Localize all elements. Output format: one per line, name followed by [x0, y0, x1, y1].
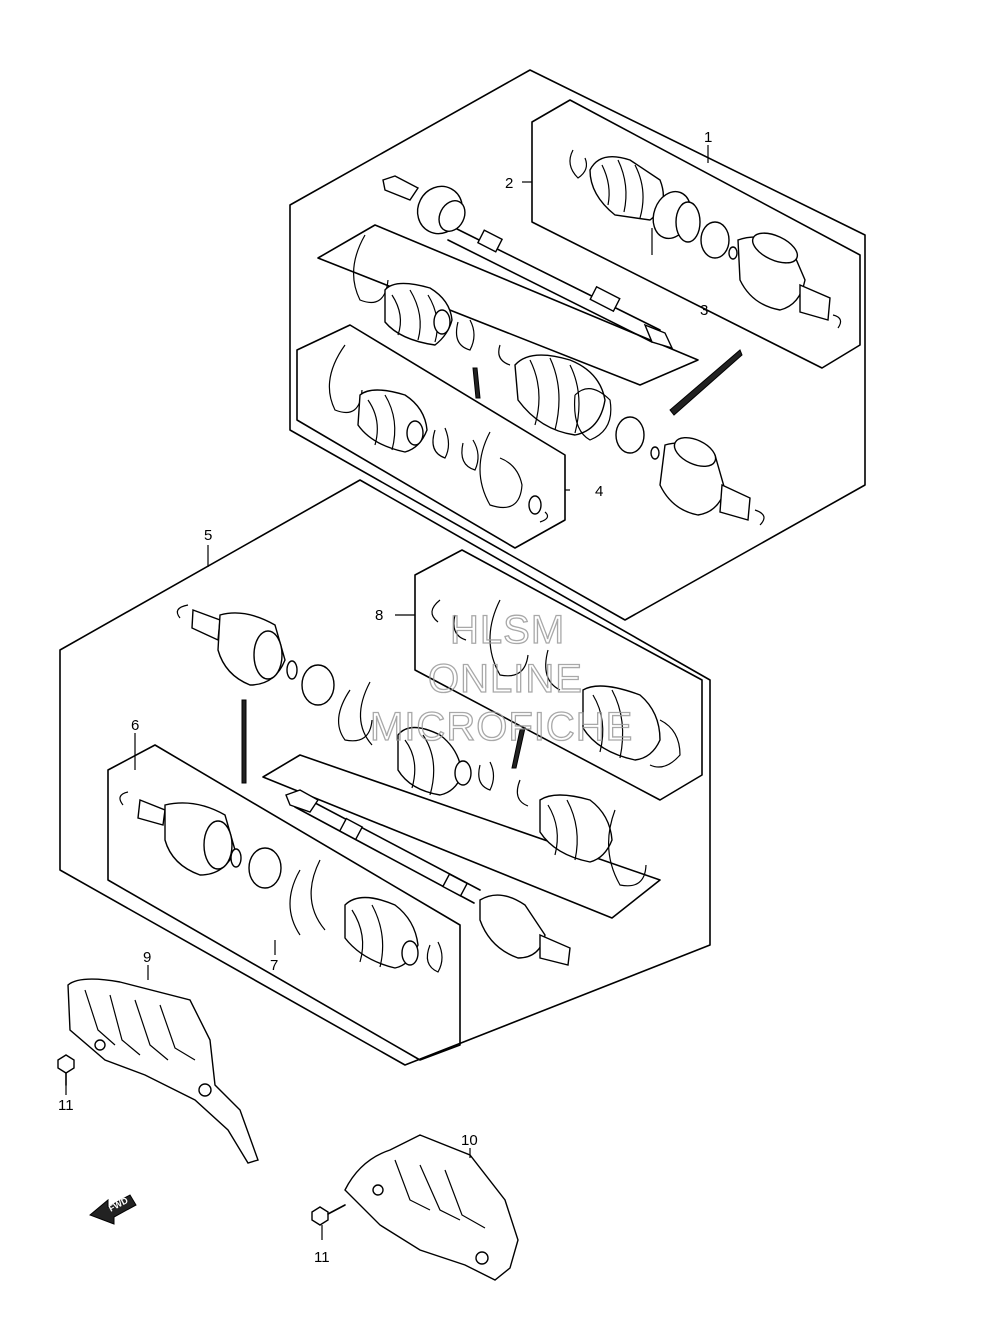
boot-kit-8 [431, 599, 681, 768]
callout-4: 4 [595, 483, 603, 500]
lower-assembly-frame [59, 479, 711, 1066]
pointer-mark-upper [669, 349, 743, 416]
callout-11-left: 11 [58, 1097, 74, 1114]
callout-5: 5 [204, 527, 212, 544]
callout-7: 7 [270, 957, 278, 974]
callout-9: 9 [143, 949, 151, 966]
callout-11-right: 11 [314, 1249, 330, 1266]
pointer-mark-upper-left [472, 367, 481, 399]
forward-arrow-icon: FWD [89, 1194, 137, 1225]
leader-lines [65, 145, 709, 1240]
upper-drive-shaft [382, 175, 674, 350]
watermark: HLSM ONLINE MICROFICHE [369, 607, 633, 749]
boot-kit-8-right [516, 779, 647, 887]
lower-drive-shaft [285, 789, 571, 966]
center-boot-upper [498, 344, 765, 526]
watermark-line-1: HLSM [450, 608, 565, 652]
upper-assembly-frame [289, 69, 866, 621]
watermark-line-3: MICROFICHE [370, 705, 633, 749]
callout-6: 6 [131, 717, 139, 734]
callout-1: 1 [704, 129, 712, 146]
pointer-mark-lower-right [511, 727, 526, 769]
cv-guard-10 [311, 1134, 519, 1281]
callout-10: 10 [461, 1132, 478, 1149]
outboard-joint-upper [569, 149, 842, 329]
callouts: 1 2 3 4 5 6 7 8 9 10 11 11 [58, 129, 712, 1266]
outboard-joint-lower [176, 604, 495, 796]
inner-boot-upper [352, 234, 475, 351]
cv-guard-9 [57, 978, 259, 1164]
pointer-mark-lower [241, 699, 247, 784]
callout-2: 2 [505, 175, 513, 192]
inner-joint-6 [119, 791, 443, 973]
inner-boot-lower-set [328, 344, 549, 523]
callout-8: 8 [375, 607, 383, 624]
callout-3: 3 [700, 302, 708, 319]
watermark-line-2: ONLINE [428, 657, 583, 701]
